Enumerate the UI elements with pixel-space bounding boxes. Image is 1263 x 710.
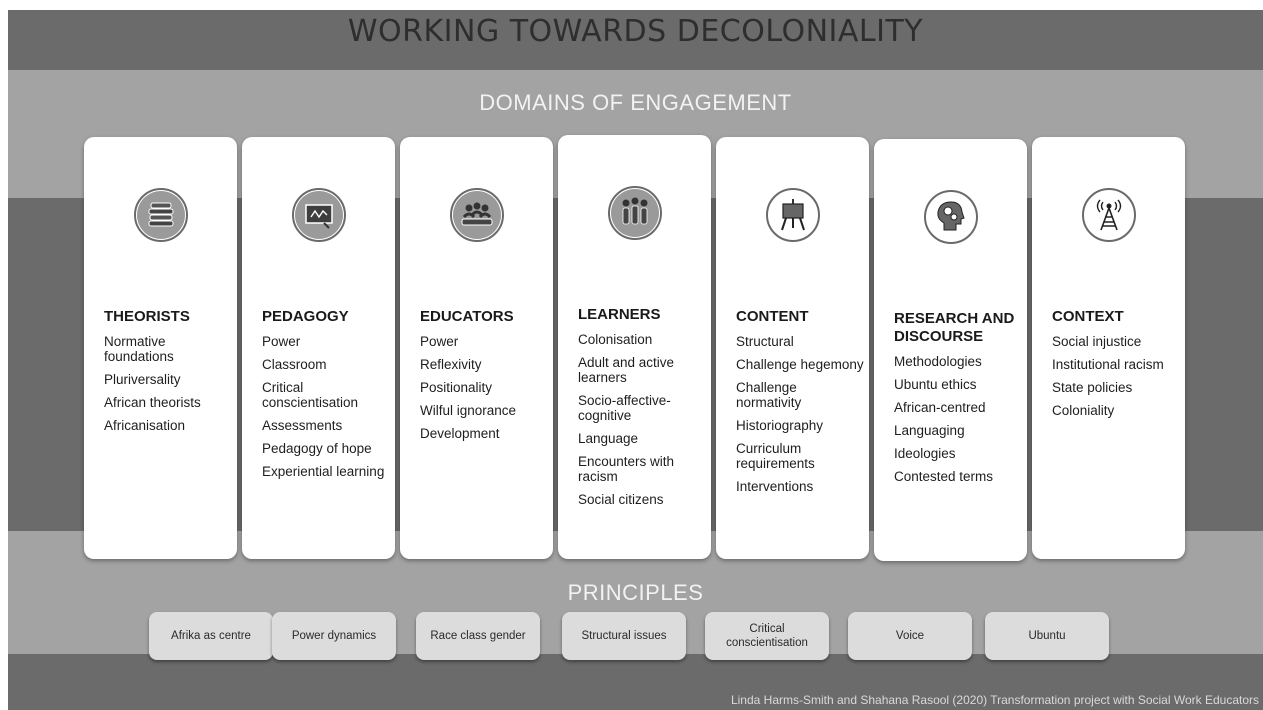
- domain-item-list: Power Reflexivity Positionality Wilful i…: [420, 334, 549, 449]
- domain-card-educators: EDUCATORS Power Reflexivity Positionalit…: [400, 137, 553, 559]
- list-item: Wilful ignorance: [420, 403, 517, 418]
- list-item: Pedagogy of hope: [262, 441, 372, 456]
- domain-item-list: Methodologies Ubuntu ethics African-cent…: [894, 354, 1023, 492]
- easel-icon: [765, 188, 820, 242]
- list-item: Power: [420, 334, 459, 349]
- list-item: Positionality: [420, 380, 493, 395]
- list-item: Critical conscientisation: [262, 380, 359, 410]
- list-item: Challenge normativity: [736, 380, 802, 410]
- domain-item-list: Social injustice Institutional racism St…: [1052, 334, 1181, 426]
- domain-card-theorists: THEORISTS Normative foundations Pluriver…: [84, 137, 237, 559]
- domain-item-list: Power Classroom Critical conscientisatio…: [262, 334, 391, 487]
- list-item: Pluriversality: [104, 372, 181, 387]
- page-title: WORKING TOWARDS DECOLONIALITY: [347, 14, 924, 49]
- list-item: Coloniality: [1052, 403, 1115, 418]
- domains-heading: DOMAINS OF ENGAGEMENT: [479, 90, 792, 115]
- principle-race-class-gender: Race class gender: [416, 612, 540, 660]
- principle-ubuntu: Ubuntu: [985, 612, 1109, 660]
- list-item: Methodologies: [894, 354, 982, 369]
- list-item: Interventions: [736, 479, 814, 494]
- domain-card-pedagogy: PEDAGOGY Power Classroom Critical consci…: [242, 137, 395, 559]
- footer-band: [8, 654, 1263, 710]
- list-item: Curriculum requirements: [736, 441, 815, 471]
- list-item: Experiential learning: [262, 464, 385, 479]
- credit-line: Linda Harms-Smith and Shahana Rasool (20…: [730, 693, 1259, 707]
- domain-title: LEARNERS: [578, 306, 661, 323]
- domain-item-list: Structural Challenge hegemony Challenge …: [736, 334, 865, 502]
- list-item: Reflexivity: [420, 357, 482, 372]
- list-item: Normative foundations: [104, 334, 174, 364]
- principle-power-dynamics: Power dynamics: [272, 612, 396, 660]
- domain-title: CONTENT: [736, 308, 809, 325]
- principle-structural-issues: Structural issues: [562, 612, 686, 660]
- domain-item-list: Normative foundations Pluriversality Afr…: [104, 334, 233, 441]
- list-item: African theorists: [104, 395, 201, 410]
- principle-critical-conscientisation: Critical conscientisation: [705, 612, 829, 660]
- list-item: Socio-affective-cognitive: [578, 393, 671, 423]
- domain-title: RESEARCH AND DISCOURSE: [894, 310, 1015, 345]
- books-icon: [133, 188, 188, 242]
- list-item: Colonisation: [578, 332, 653, 347]
- domain-card-context: CONTEXT Social injustice Institutional r…: [1032, 137, 1185, 559]
- list-item: Classroom: [262, 357, 327, 372]
- list-item: Social injustice: [1052, 334, 1142, 349]
- meeting-icon: [449, 188, 504, 242]
- domain-card-research-and-discourse: RESEARCH AND DISCOURSE Methodologies Ubu…: [874, 139, 1027, 561]
- domain-title: EDUCATORS: [420, 308, 514, 325]
- list-item: Language: [578, 431, 639, 446]
- list-item: Social citizens: [578, 492, 664, 507]
- domain-title: THEORISTS: [104, 308, 190, 325]
- domain-card-learners: LEARNERS Colonisation Adult and active l…: [558, 135, 711, 559]
- list-item: Structural: [736, 334, 794, 349]
- blackboard-icon: [291, 188, 346, 242]
- principles-heading: PRINCIPLES: [567, 580, 704, 605]
- list-item: Power: [262, 334, 301, 349]
- list-item: Africanisation: [104, 418, 186, 433]
- principle-afrika-as-centre: Afrika as centre: [149, 612, 273, 660]
- list-item: State policies: [1052, 380, 1133, 395]
- list-item: Ubuntu ethics: [894, 377, 977, 392]
- list-item: Development: [420, 426, 500, 441]
- list-item: African-centred: [894, 400, 986, 415]
- list-item: Encounters with racism: [578, 454, 675, 484]
- list-item: Adult and active learners: [578, 355, 675, 385]
- group-icon: [607, 186, 662, 240]
- list-item: Institutional racism: [1052, 357, 1164, 372]
- title-band: [8, 10, 1263, 70]
- list-item: Assessments: [262, 418, 343, 433]
- list-item: Historiography: [736, 418, 824, 433]
- list-item: Languaging: [894, 423, 965, 438]
- broadcast-tower-icon: [1081, 188, 1136, 242]
- domain-item-list: Colonisation Adult and active learners S…: [578, 332, 707, 515]
- domain-title: PEDAGOGY: [262, 308, 349, 325]
- list-item: Ideologies: [894, 446, 956, 461]
- domain-card-content: CONTENT Structural Challenge hegemony Ch…: [716, 137, 869, 559]
- list-item: Contested terms: [894, 469, 994, 484]
- list-item: Challenge hegemony: [736, 357, 864, 372]
- head-gears-icon: [923, 190, 978, 244]
- domain-title: CONTEXT: [1052, 308, 1124, 325]
- principle-voice: Voice: [848, 612, 972, 660]
